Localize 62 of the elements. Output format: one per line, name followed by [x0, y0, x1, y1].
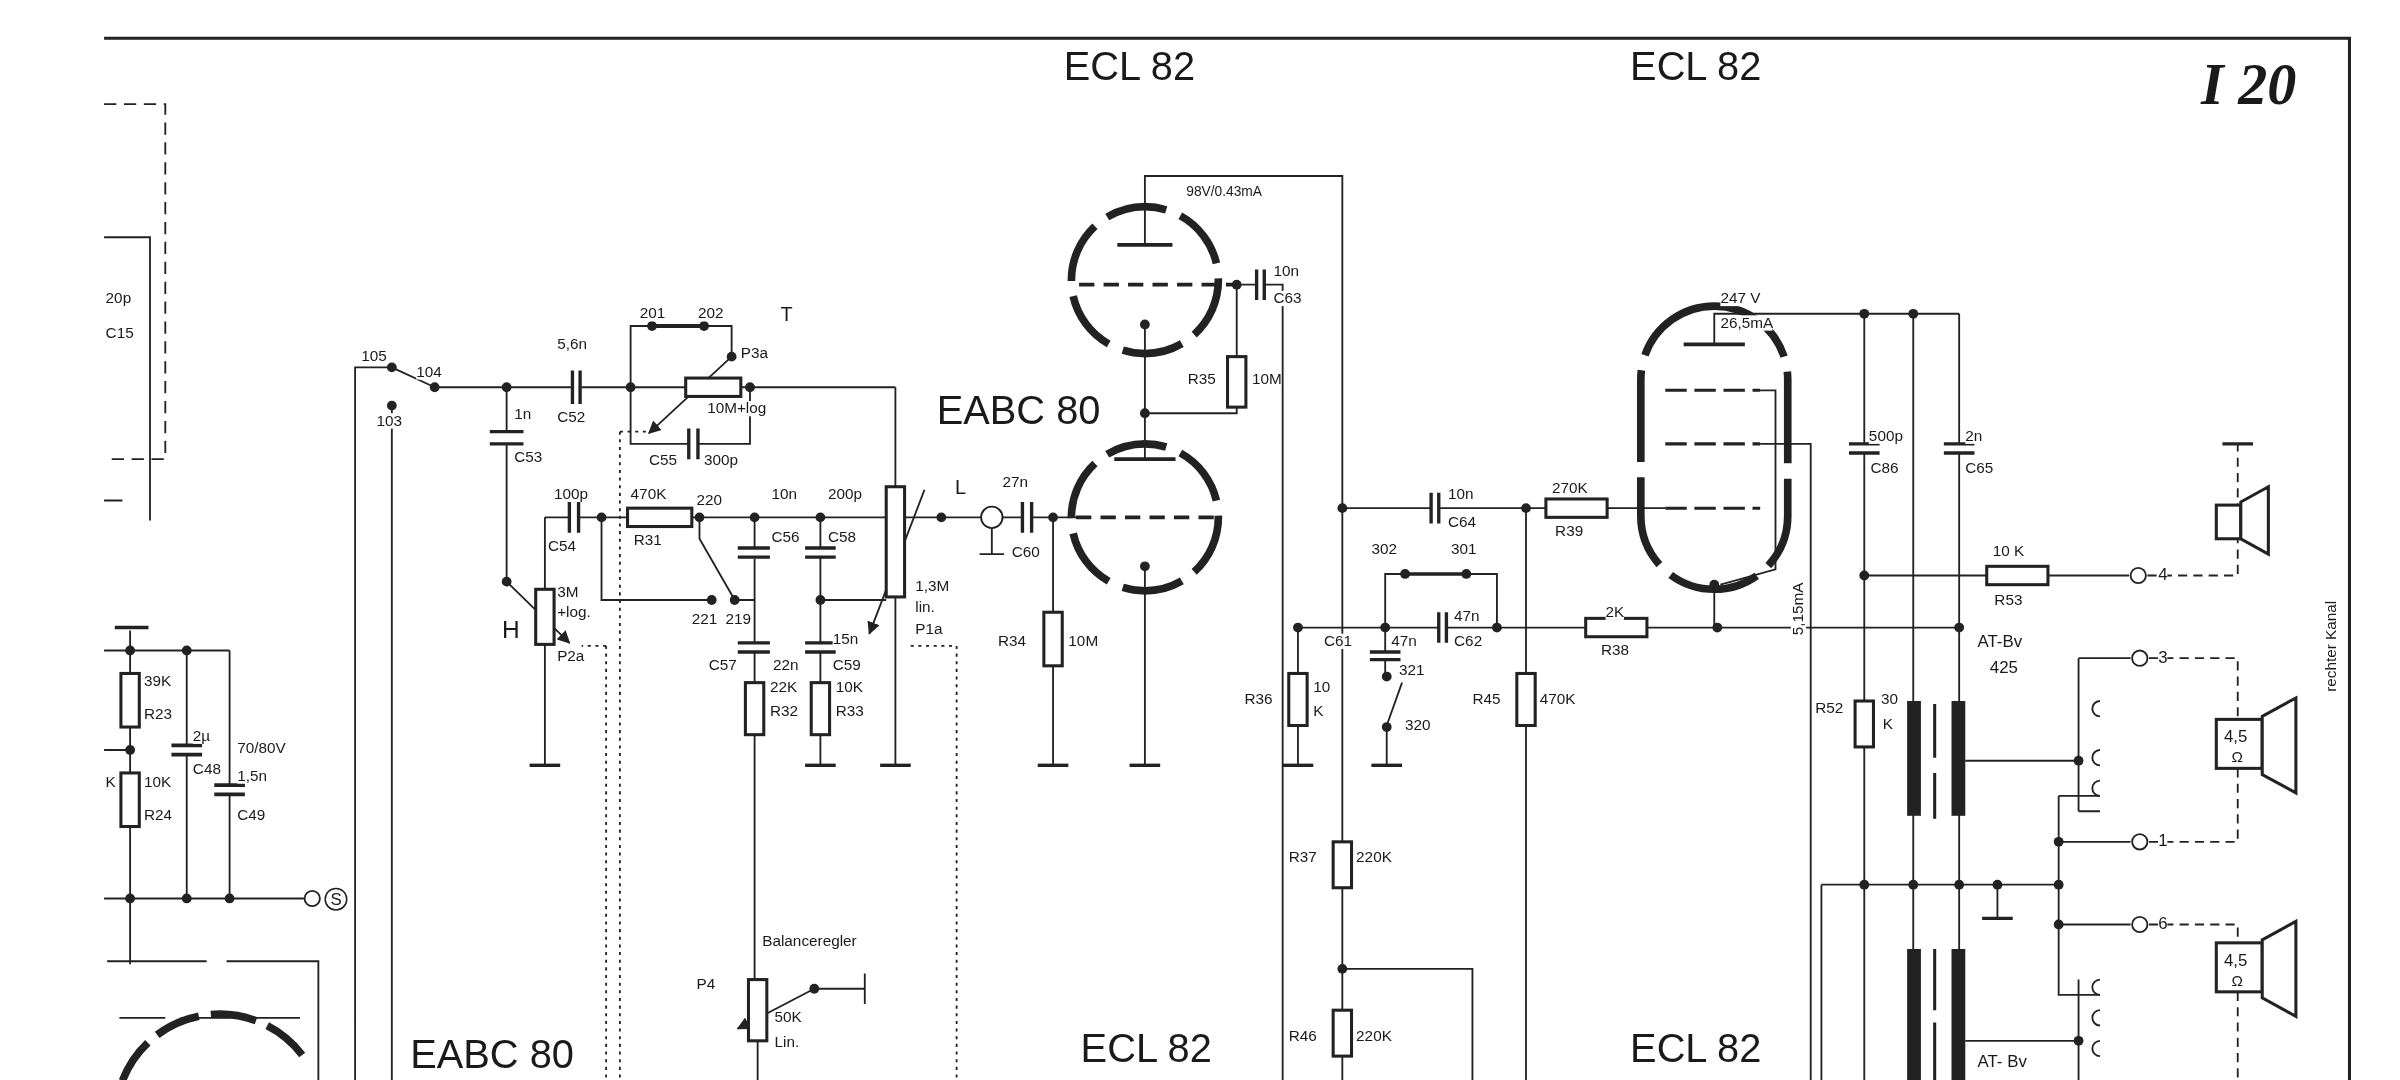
value-label: 100p	[554, 486, 589, 503]
value-label: 10M	[1252, 371, 1282, 388]
value-label: 1,5n	[237, 768, 268, 784]
value-label: 5,15mA	[1790, 582, 1807, 636]
value-label: K	[105, 774, 116, 790]
terminal-number: 103	[376, 413, 403, 429]
part-label: C86	[1870, 460, 1899, 476]
value-label: 47n	[1391, 633, 1417, 649]
value-label: 200p	[828, 486, 863, 503]
value-label: 10K	[835, 679, 863, 695]
part-label: C64	[1447, 514, 1477, 530]
value-label: 5,6n	[557, 336, 587, 353]
value-label: 15n	[832, 632, 859, 648]
value-label: 10	[1313, 679, 1331, 695]
part-label: P4	[696, 976, 716, 992]
part-label: C65	[1965, 460, 1994, 476]
value-label: 4,5	[2223, 952, 2248, 969]
value-label: 26,5mA	[1720, 315, 1774, 331]
value-label: 10M+log	[707, 401, 767, 417]
terminal-number: 3	[2158, 648, 2168, 666]
value-label: 10M	[1068, 633, 1099, 649]
note-label: AT- Bv	[1977, 1053, 2027, 1070]
value-label: 220K	[1356, 1028, 1392, 1044]
part-label: C61	[1323, 633, 1353, 649]
value-label: 39K	[143, 673, 172, 689]
part-label: C63	[1273, 290, 1302, 307]
value-label: 10 K	[1992, 543, 2025, 559]
value-label: K	[1882, 716, 1893, 732]
part-label: R31	[633, 532, 662, 548]
value-label: 4,5	[2223, 728, 2248, 746]
note-label: Balanceregler	[762, 933, 857, 949]
part-label: R34	[997, 633, 1027, 649]
value-label: 2n	[1965, 428, 1983, 444]
part-label: R39	[1555, 523, 1584, 539]
part-label: C56	[771, 529, 800, 545]
value-label: 98V/0.43mA	[1186, 185, 1263, 199]
note-label: rechter Kanal	[2323, 600, 2339, 692]
value-label: 20p	[105, 290, 132, 307]
value-label: 2K	[1605, 604, 1625, 620]
value-label: 247 V	[1720, 290, 1761, 307]
value-label: Lin.	[774, 1034, 800, 1050]
part-label: R53	[1994, 592, 2023, 608]
value-label: +log.	[557, 604, 591, 620]
value-label: 10K	[143, 774, 172, 790]
value-label: 270K	[1552, 480, 1588, 496]
value-label: 22K	[769, 679, 798, 695]
value-label: 500p	[1868, 428, 1903, 444]
part-label: C58	[828, 529, 857, 545]
terminal-number: 104	[416, 364, 442, 380]
value-label: 1,3M	[915, 578, 950, 594]
part-label: R37	[1288, 849, 1317, 865]
part-label: P1a	[915, 621, 943, 637]
terminal-symbol: S	[324, 887, 348, 911]
value-label: 300p	[704, 453, 739, 469]
value-label: Ω	[2231, 973, 2244, 989]
value-label: 220K	[1356, 849, 1392, 865]
part-label: C62	[1454, 633, 1483, 649]
part-label: R46	[1288, 1028, 1317, 1044]
value-label: 10n	[1273, 263, 1299, 279]
value-label: 3M	[557, 584, 579, 600]
value-label: 2µ	[192, 728, 211, 744]
value-label: 27n	[1002, 474, 1029, 490]
